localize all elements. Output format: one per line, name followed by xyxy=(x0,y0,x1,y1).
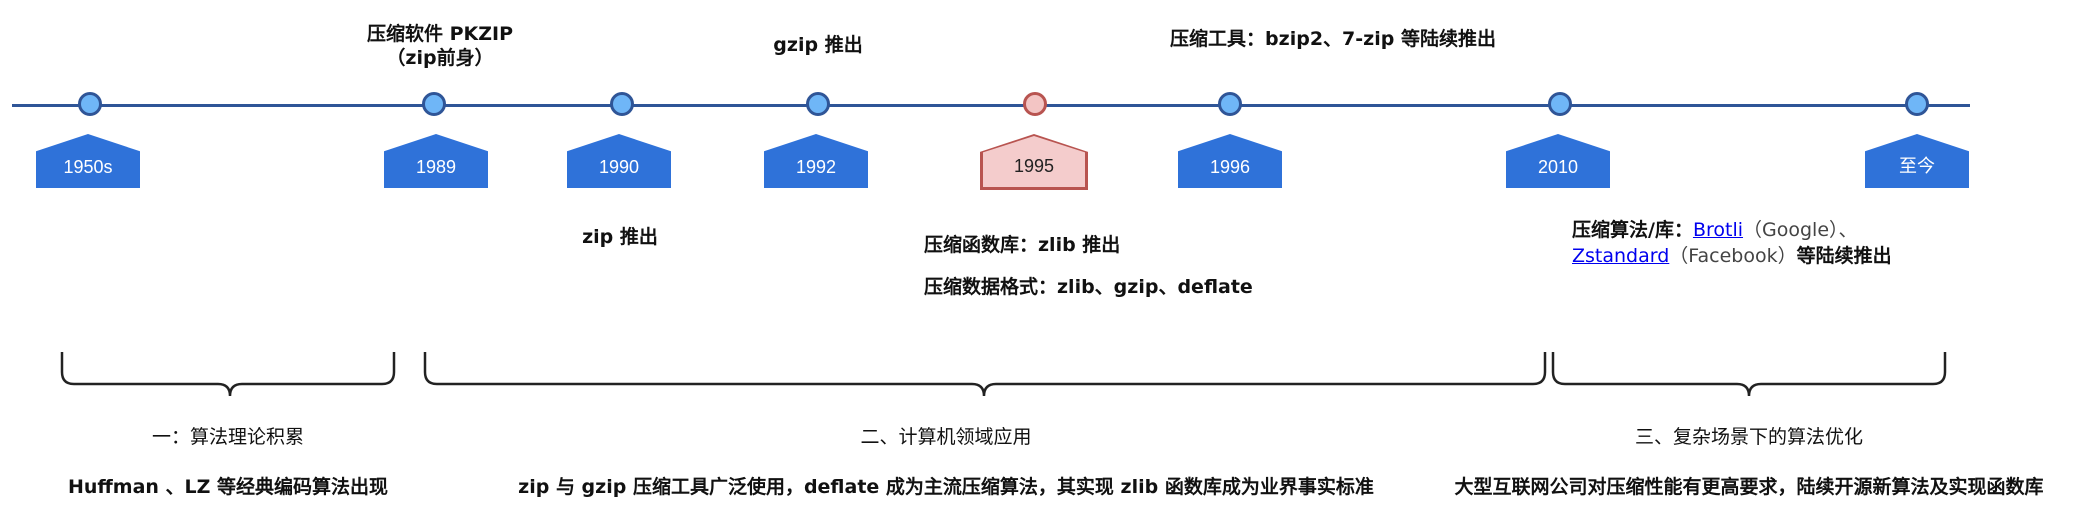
event-pkzip-title: 压缩软件 PKZIP xyxy=(366,23,514,45)
event-zip: zip 推出 xyxy=(582,226,658,248)
facebook-note: （Facebook） xyxy=(1669,245,1797,267)
era-text: 1950s xyxy=(63,157,113,177)
phase-3-description: 大型互联网公司对压缩性能有更高要求，陆续开源新算法及实现函数库 xyxy=(1454,476,2044,498)
phase-1-description: Huffman 、LZ 等经典编码算法出现 xyxy=(67,476,389,498)
timeline-node-1995 xyxy=(1023,92,1047,116)
event-zlib: 压缩函数库：zlib 推出 xyxy=(924,234,1121,256)
timeline-node-now xyxy=(1905,92,1929,116)
event-pkzip-note: （zip前身） xyxy=(386,47,494,69)
event-modern-line2: Zstandard（Facebook）等陆续推出 xyxy=(1572,243,1892,269)
zstandard-link[interactable]: Zstandard xyxy=(1572,245,1670,267)
modern-suffix: 等陆续推出 xyxy=(1796,245,1892,267)
phase-1-title: 一：算法理论积累 xyxy=(151,426,305,448)
event-pkzip: 压缩软件 PKZIP （zip前身） xyxy=(367,22,513,70)
modern-prefix: 压缩算法/库： xyxy=(1572,219,1693,241)
timeline-node-1989 xyxy=(422,92,446,116)
brace-phase-1 xyxy=(60,352,396,397)
timeline-axis xyxy=(12,104,1970,107)
google-note: （Google）、 xyxy=(1743,219,1858,241)
event-bzip2-7zip: 压缩工具：bzip2、7-zip 等陆续推出 xyxy=(1170,28,1496,50)
era-text: 至今 xyxy=(1899,156,1935,176)
timeline-node-2010 xyxy=(1548,92,1572,116)
event-zlib-formats: 压缩数据格式：zlib、gzip、deflate xyxy=(924,276,1253,298)
era-text: 1992 xyxy=(795,157,837,177)
era-text: 1989 xyxy=(415,157,457,177)
brace-phase-2 xyxy=(423,352,1547,397)
brotli-link[interactable]: Brotli xyxy=(1692,219,1744,241)
phase-3-title: 三、复杂场景下的算法优化 xyxy=(1634,426,1864,448)
era-text: 1990 xyxy=(598,157,640,177)
phase-2-description: zip 与 gzip 压缩工具广泛使用，deflate 成为主流压缩算法，其实现… xyxy=(518,476,1374,498)
event-modern-line1: 压缩算法/库：Brotli（Google）、 xyxy=(1572,217,1892,243)
timeline-node-1950s xyxy=(78,92,102,116)
era-text: 1995 xyxy=(1013,156,1055,176)
timeline-node-1990 xyxy=(610,92,634,116)
phase-2-title: 二、计算机领域应用 xyxy=(860,426,1032,448)
era-text: 1996 xyxy=(1209,157,1251,177)
era-text: 2010 xyxy=(1537,157,1579,177)
event-modern-libraries: 压缩算法/库：Brotli（Google）、 Zstandard（Faceboo… xyxy=(1572,217,1892,269)
timeline-node-1992 xyxy=(806,92,830,116)
brace-phase-3 xyxy=(1551,352,1947,397)
timeline-node-1996 xyxy=(1218,92,1242,116)
event-gzip: gzip 推出 xyxy=(773,34,863,56)
